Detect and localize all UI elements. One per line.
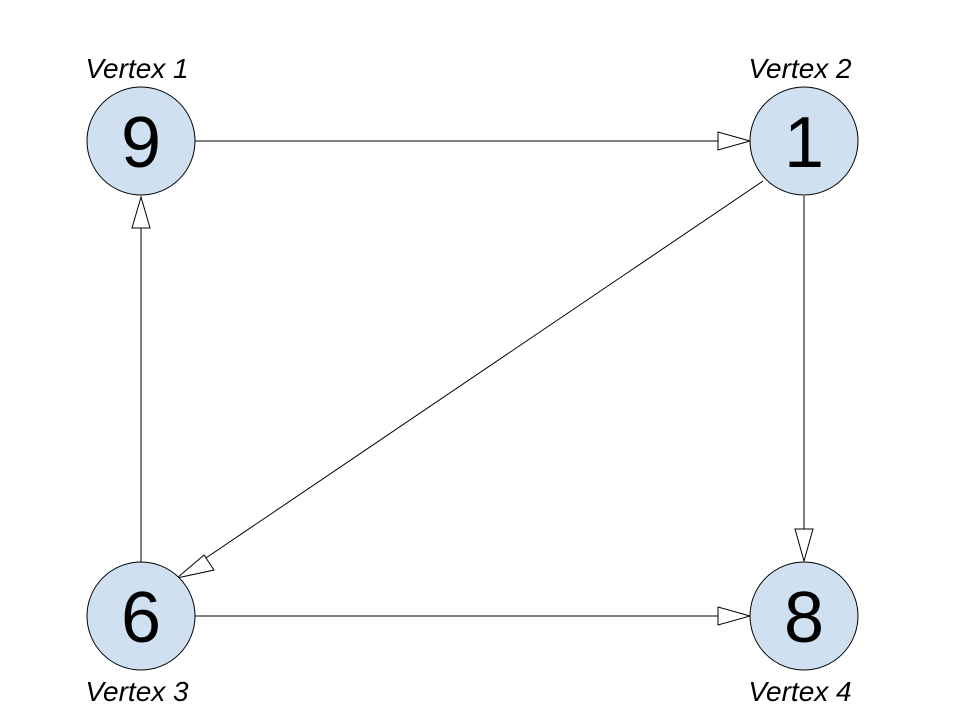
edge-v3-v1 bbox=[131, 195, 151, 562]
vertex-3-label: Vertex 3 bbox=[85, 676, 189, 707]
vertex-4-label: Vertex 4 bbox=[748, 676, 851, 707]
vertex-1-label: Vertex 1 bbox=[85, 53, 188, 84]
vertex-1-value: 9 bbox=[121, 103, 161, 183]
vertex-3: 6 Vertex 3 bbox=[85, 561, 196, 707]
vertex-3-circle bbox=[86, 561, 196, 671]
arrowhead-icon bbox=[794, 528, 814, 563]
edge-v1-v2 bbox=[195, 131, 752, 151]
arrowhead-icon bbox=[131, 195, 151, 229]
arrowhead-icon bbox=[717, 131, 752, 151]
edge-v2-v4 bbox=[794, 196, 814, 563]
vertex-2-value: 1 bbox=[784, 103, 824, 183]
vertex-3-value: 6 bbox=[121, 578, 161, 658]
vertex-4-value: 8 bbox=[784, 578, 824, 658]
edge-v2-v3 bbox=[176, 180, 764, 579]
vertex-1-circle bbox=[86, 86, 196, 196]
arrowhead-icon bbox=[717, 606, 752, 626]
edges bbox=[131, 131, 814, 626]
vertex-2-circle bbox=[749, 86, 859, 196]
edge-v3-v4 bbox=[195, 606, 752, 626]
vertex-2-label: Vertex 2 bbox=[748, 53, 852, 84]
vertex-4-circle bbox=[749, 561, 859, 671]
vertex-1: 9 Vertex 1 bbox=[85, 53, 196, 196]
arrowhead-icon bbox=[176, 554, 215, 579]
vertex-2: 1 Vertex 2 bbox=[748, 53, 859, 196]
vertex-4: 8 Vertex 4 bbox=[748, 561, 859, 707]
